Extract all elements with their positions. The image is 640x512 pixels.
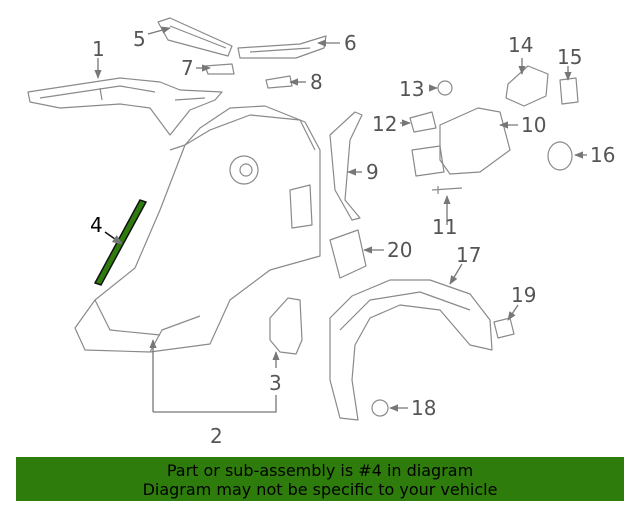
part-7-clip	[204, 63, 235, 75]
callout-14: 14	[508, 33, 533, 57]
part-15-clip	[559, 77, 579, 105]
callout-11: 11	[432, 215, 457, 239]
part-17-wheel-liner	[329, 279, 493, 421]
callout-18: 18	[411, 396, 436, 420]
leader-lines	[94, 26, 587, 413]
callout-9: 9	[366, 160, 379, 184]
callout-2: 2	[210, 424, 223, 448]
callout-7: 7	[181, 56, 194, 80]
callout-16: 16	[590, 143, 615, 167]
callout-8: 8	[310, 70, 323, 94]
part-19-clip	[493, 317, 515, 339]
part-14-actuator	[505, 65, 549, 107]
callout-13: 13	[399, 77, 424, 101]
callout-4: 4	[90, 213, 103, 237]
part-10-fuel-door	[439, 107, 511, 175]
callout-labels: 1 2 3 4 5 6 7 8 9 10 11 12 13 14 15 16 1…	[90, 27, 615, 448]
part-13-clip	[437, 80, 453, 96]
callout-5: 5	[133, 27, 146, 51]
part-1-roof-side-rail	[27, 77, 223, 136]
parts-diagram: 1 2 3 4 5 6 7 8 9 10 11 12 13 14 15 16 1…	[27, 17, 615, 448]
callout-17: 17	[456, 243, 481, 267]
part-8-clip	[265, 75, 293, 89]
banner-line-2: Diagram may not be specific to your vehi…	[142, 480, 498, 499]
callout-1: 1	[92, 37, 105, 61]
quarter-panel	[74, 105, 321, 353]
part-11-screw	[431, 186, 463, 194]
part-6-bracket	[237, 35, 327, 59]
part-5-bracket	[157, 17, 233, 57]
part-3-bracket	[269, 297, 303, 355]
callout-12: 12	[372, 112, 397, 136]
callout-6: 6	[344, 31, 357, 55]
part-18-nut	[371, 399, 389, 417]
callout-3: 3	[269, 371, 282, 395]
part-20-vent	[329, 229, 367, 279]
part-12-hinge	[409, 111, 437, 133]
part-hinge-body	[411, 145, 445, 177]
info-banner: Part or sub-assembly is #4 in diagram Di…	[16, 457, 624, 501]
callout-15: 15	[557, 45, 582, 69]
callout-10: 10	[521, 113, 546, 137]
callout-20: 20	[387, 238, 412, 262]
part-9-bracket	[329, 111, 363, 221]
banner-line-1: Part or sub-assembly is #4 in diagram	[166, 461, 474, 480]
part-16-cap	[547, 141, 573, 171]
callout-19: 19	[511, 283, 536, 307]
